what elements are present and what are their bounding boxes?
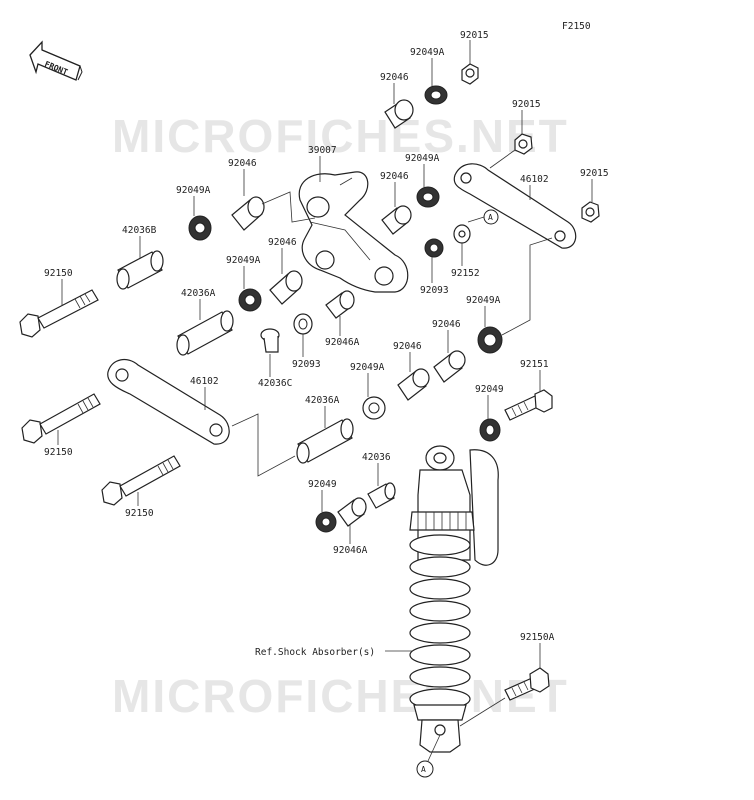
label-92046-c: 92046 [228, 158, 257, 169]
bearing-92046A-lower [337, 497, 367, 527]
bolt-92150-upper [19, 289, 99, 338]
bearing-92046-lower [397, 368, 430, 401]
shock-absorber [409, 445, 499, 753]
shock-spring [409, 534, 471, 710]
bolt-92150A [504, 667, 550, 701]
label-92152: 92152 [451, 268, 480, 279]
label-92049-a: 92049 [475, 384, 504, 395]
label-92015-b: 92015 [512, 99, 541, 110]
bearing-92046-top [384, 99, 414, 129]
collar-92152 [453, 224, 471, 244]
bearing-92046-lower-right [433, 350, 466, 383]
label-92046A-b: 92046A [333, 545, 368, 556]
label-42036B: 42036B [122, 225, 157, 236]
rocker-arm-39007 [298, 171, 409, 293]
label-92049-b: 92049 [308, 479, 337, 490]
label-92046-f: 92046 [393, 341, 422, 352]
label-92093-b: 92093 [292, 359, 321, 370]
label-92046-a: 92046 [380, 72, 409, 83]
washer-92049A-mid [238, 288, 262, 312]
nut-92015-mid [514, 133, 533, 155]
washer-92049-right [479, 418, 501, 442]
label-46102-a: 46102 [520, 174, 549, 185]
washer-92049-lower [315, 511, 337, 533]
label-92151: 92151 [520, 359, 549, 370]
watermark-bottom: MICROFICHES.NET [112, 670, 569, 722]
label-42036C: 42036C [258, 378, 292, 389]
bolt-92150-mid [21, 393, 101, 444]
collar-42036A-upper [176, 310, 234, 356]
label-92150-c: 92150 [125, 508, 154, 519]
bearing-92046-left [231, 196, 265, 231]
bolt-92150-lower [101, 455, 181, 506]
label-92046A-a: 92046A [325, 337, 360, 348]
label-92150-b: 92150 [44, 447, 73, 458]
label-92150-a: 92150 [44, 268, 73, 279]
label-92049A-d: 92049A [226, 255, 261, 266]
seal-92093-left [293, 313, 313, 335]
callout-a-upper: A [483, 209, 499, 225]
callout-a-lower: A [416, 760, 434, 778]
label-92049A-a: 92049A [410, 47, 445, 58]
front-arrow-icon: FRONT [29, 40, 83, 81]
collar-42036 [367, 482, 396, 509]
collar-42036C [260, 328, 280, 353]
washer-92049A-lower [362, 396, 386, 420]
washer-92049A-top [424, 85, 448, 105]
nut-92015-top [461, 63, 479, 85]
ref-shock-absorber-label: Ref.Shock Absorber(s) [255, 647, 375, 658]
bearing-92046-mid [269, 270, 303, 305]
svg-text:A: A [421, 765, 426, 774]
collar-42036A-lower [296, 418, 354, 464]
label-42036: 42036 [362, 452, 391, 463]
label-39007: 39007 [308, 145, 337, 156]
link-rod-46102-lower [107, 358, 230, 445]
label-42036A-a: 42036A [181, 288, 216, 299]
bearing-92046A-upper [325, 290, 355, 319]
label-92150A: 92150A [520, 632, 555, 643]
collar-42036B [116, 250, 164, 290]
label-92049A-f: 92049A [466, 295, 501, 306]
watermark-top: MICROFICHES.NET [112, 110, 569, 162]
diagram-code: F2150 [562, 21, 591, 32]
label-92093-a: 92093 [420, 285, 449, 296]
nut-92015-right [581, 201, 600, 223]
washer-92049A-center [416, 186, 440, 208]
washer-92049A-right [477, 326, 503, 354]
label-92046-e: 92046 [432, 319, 461, 330]
label-42036A-b: 42036A [305, 395, 340, 406]
bearing-92046-center [381, 205, 412, 235]
seal-92093-right [424, 238, 444, 258]
label-92049A-e: 92049A [350, 362, 385, 373]
svg-text:A: A [488, 213, 493, 222]
label-92046-d: 92046 [268, 237, 297, 248]
bolt-92151 [504, 389, 553, 421]
label-92015-c: 92015 [580, 168, 609, 179]
label-92015-a: 92015 [460, 30, 489, 41]
label-92046-b: 92046 [380, 171, 409, 182]
label-46102-b: 46102 [190, 376, 219, 387]
label-92049A-b: 92049A [405, 153, 440, 164]
label-92049A-c: 92049A [176, 185, 211, 196]
washer-92049A-left [188, 215, 212, 241]
link-rod-46102-upper [453, 163, 577, 249]
